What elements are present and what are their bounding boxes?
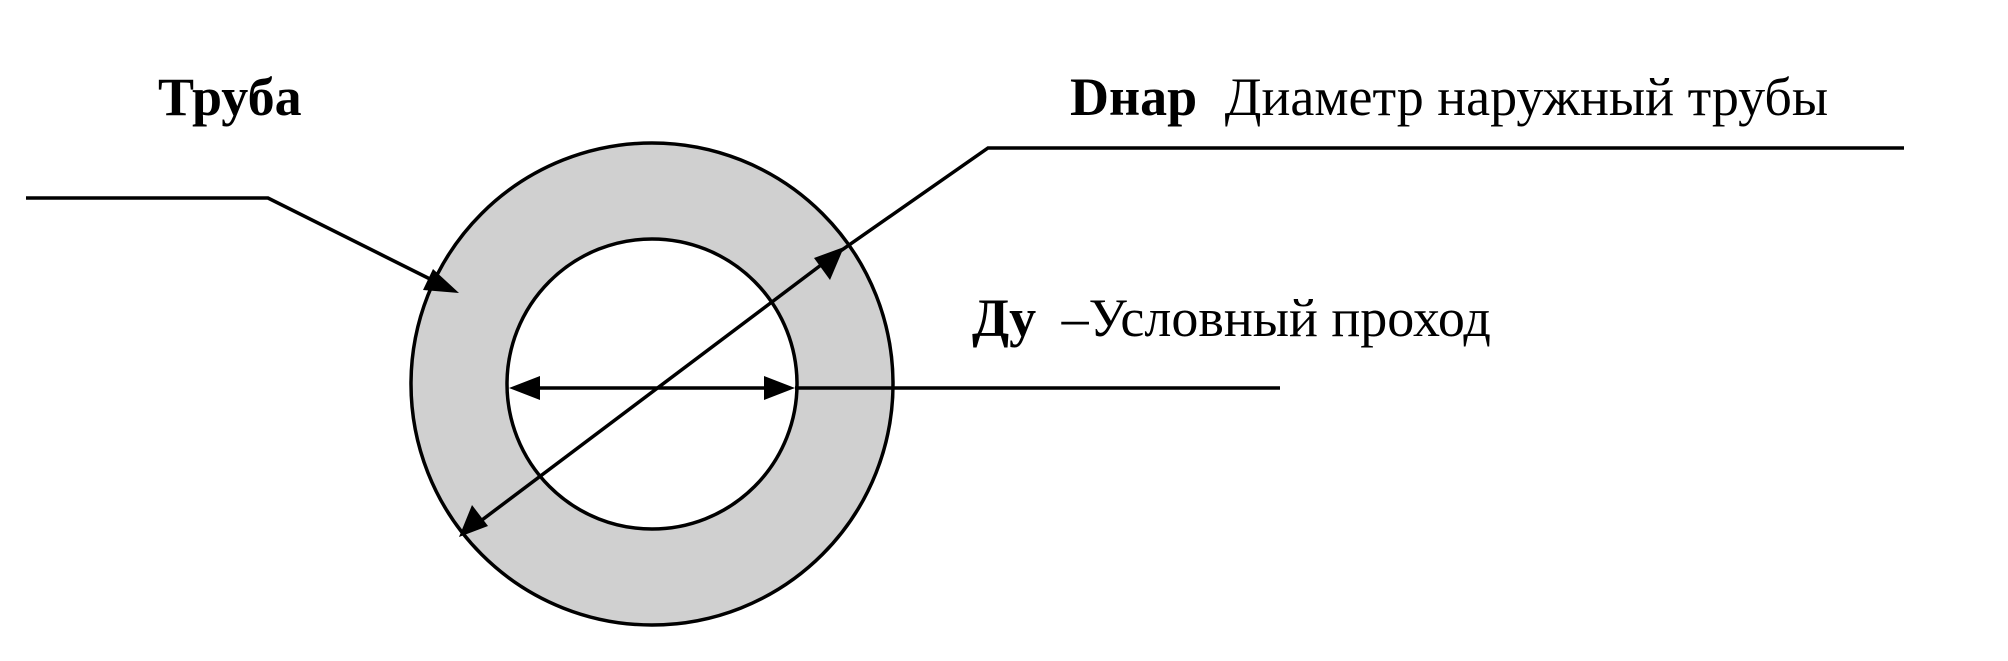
outer-diameter-label: Dнар Диаметр наружный трубы — [1070, 67, 1828, 127]
pipe-leader-line — [26, 196, 439, 285]
outer-diameter-symbol: Dнар — [1070, 67, 1197, 127]
outer-diameter-arrowhead-lower — [459, 505, 488, 537]
pipe-label: Труба — [158, 67, 302, 127]
outer-diameter-dimension-line — [472, 257, 831, 528]
nominal-bore-text: –Условный проход — [1061, 288, 1491, 348]
nominal-bore-arrowhead-left — [509, 376, 540, 400]
pipe-inner-circle — [505, 237, 799, 531]
outer-diameter-leader-line — [827, 146, 1904, 261]
nominal-bore-symbol: Ду — [972, 288, 1036, 348]
nominal-bore-label: Ду –Условный проход — [972, 288, 1491, 348]
outer-diameter-text: Диаметр наружный трубы — [1225, 67, 1829, 127]
nominal-bore-arrowhead-right — [764, 376, 795, 400]
pipe-leader-arrowhead — [423, 269, 459, 293]
